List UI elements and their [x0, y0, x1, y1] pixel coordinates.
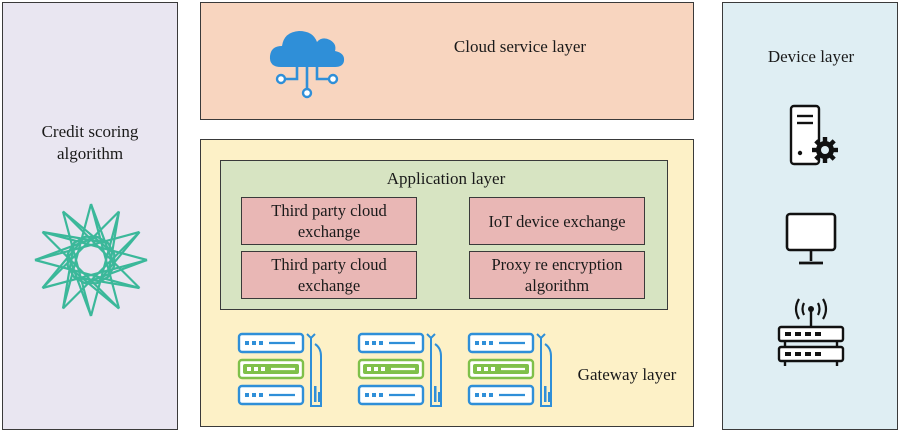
- cloud-service-label: Cloud service layer: [453, 37, 587, 56]
- application-layer-panel: Application layer Third party cloud exch…: [220, 160, 668, 310]
- server-tower-gear-icon: [789, 104, 838, 166]
- server-rack-icon: [357, 332, 443, 408]
- cloud-network-icon: [269, 31, 345, 99]
- server-rack-icon: [237, 332, 323, 408]
- device-layer-label: Device layer: [767, 47, 855, 66]
- monitor-icon: [785, 212, 837, 265]
- iot-device-exchange-box: IoT device exchange: [469, 197, 645, 245]
- device-layer-panel: Device layer: [722, 2, 898, 430]
- proxy-re-encryption-box: Proxy re encryption algorithm: [469, 251, 645, 299]
- application-layer-label: Application layer: [386, 169, 506, 188]
- star-polygon-icon: [34, 203, 148, 317]
- third-party-cloud-exchange-box: Third party cloud exchange: [241, 197, 417, 245]
- credit-scoring-label: Credit scoring algorithm: [41, 122, 139, 163]
- credit-scoring-panel: Credit scoring algorithm: [2, 2, 178, 430]
- third-party-cloud-exchange-box: Third party cloud exchange: [241, 251, 417, 299]
- server-rack-icon: [467, 332, 553, 408]
- cloud-service-panel: Cloud service layer: [200, 2, 694, 120]
- router-icon: [777, 298, 845, 366]
- gateway-label: Gateway layer: [577, 365, 677, 384]
